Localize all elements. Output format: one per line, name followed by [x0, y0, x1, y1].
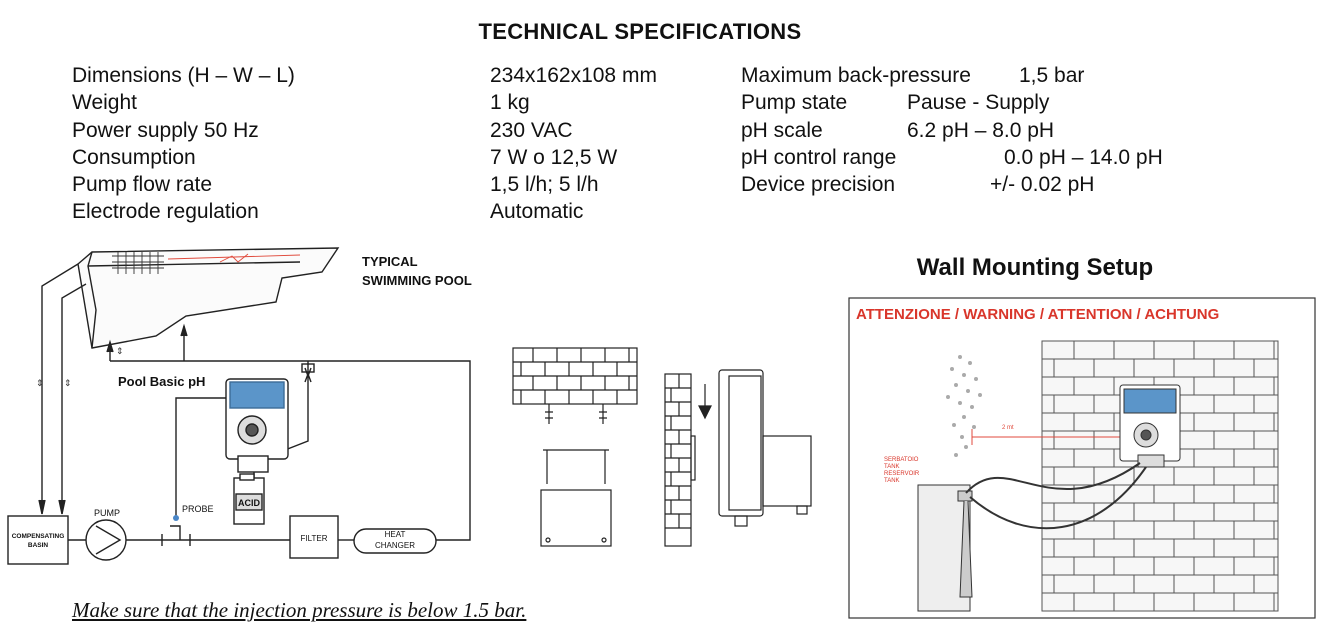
basin-label-line1: COMPENSATING	[12, 533, 65, 540]
spec-label: Pump flow rate	[72, 173, 213, 197]
spec-label: Power supply 50 Hz	[72, 118, 259, 142]
basin-label-line2: BASIN	[28, 542, 49, 549]
spec-values-left: 234x162x108 mm 1 kg 230 VAC 7 W o 12,5 W…	[490, 62, 657, 226]
spec-value: 7 W o 12,5 W	[490, 145, 618, 169]
spec-label: Device precision	[741, 173, 896, 197]
device-label: Pool Basic pH	[118, 374, 205, 389]
spec-value: 234x162x108 mm	[490, 64, 657, 87]
svg-text:⇕: ⇕	[36, 378, 44, 388]
heat-label-line1: HEAT	[385, 530, 406, 539]
spec-value-backpressure: 1,5 bar	[1019, 64, 1085, 87]
filter-label: FILTER	[301, 534, 328, 543]
spec-value: Automatic	[490, 200, 584, 224]
spec-labels-left: Dimensions (H – W – L) Weight Power supp…	[72, 62, 295, 226]
spec-value: 1 kg	[490, 91, 530, 115]
pool-label-line2: SWIMMING POOL	[362, 273, 472, 288]
tank-label-line4: TANK	[884, 478, 900, 484]
spec-value-precision: +/- 0.02 pH	[990, 173, 1095, 197]
spec-value-ph-scale: 6.2 pH – 8.0 pH	[907, 118, 1055, 142]
spec-label: Maximum back-pressure	[741, 64, 971, 87]
svg-text:⇕: ⇕	[116, 346, 124, 356]
acid-label: ACID	[238, 498, 260, 508]
spec-label: pH scale	[741, 118, 823, 142]
pool-label-line1: TYPICAL	[362, 254, 418, 269]
svg-text:⇕: ⇕	[64, 378, 72, 388]
tank-label-line1: SERBATOIO	[884, 457, 919, 463]
spec-labels-right: Maximum back-pressure Pump state pH scal…	[741, 62, 971, 198]
spec-value-ph-range: 0.0 pH – 14.0 pH	[1004, 145, 1163, 169]
spec-label: Dimensions (H – W – L)	[72, 64, 295, 87]
heat-label-line2: CHANGER	[375, 541, 415, 550]
mounting-diagram	[512, 347, 812, 547]
spec-label: Weight	[72, 91, 137, 115]
warning-text: ATTENZIONE / WARNING / ATTENTION / ACHTU…	[856, 306, 1219, 323]
spec-value-pump-state: Pause - Supply	[907, 91, 1050, 115]
spec-label: pH control range	[741, 145, 897, 169]
spec-label: Electrode regulation	[72, 200, 259, 224]
tank-label-line2: TANK	[884, 464, 900, 470]
wall-mounting-title: Wall Mounting Setup	[916, 254, 1154, 281]
spec-label: Consumption	[72, 145, 196, 169]
tank-label-line3: RESERVOIR	[884, 471, 920, 477]
probe-label: PROBE	[182, 504, 214, 514]
pool-diagram: ⇕ ⇕ ⇕ TYPICAL SWIMMING POOL Pool Basic p…	[7, 247, 472, 565]
spec-label: Pump state	[741, 91, 848, 115]
wall-mounting-panel: ATTENZIONE / WARNING / ATTENTION / ACHTU…	[848, 297, 1316, 619]
page-title: TECHNICAL SPECIFICATIONS	[478, 19, 802, 44]
pump-label: PUMP	[94, 508, 120, 518]
injection-pressure-note: Make sure that the injection pressure is…	[72, 598, 527, 622]
spec-value: 230 VAC	[490, 118, 573, 142]
spec-value: 1,5 l/h; 5 l/h	[490, 173, 599, 197]
distance-label: 2 mt	[1002, 425, 1014, 431]
